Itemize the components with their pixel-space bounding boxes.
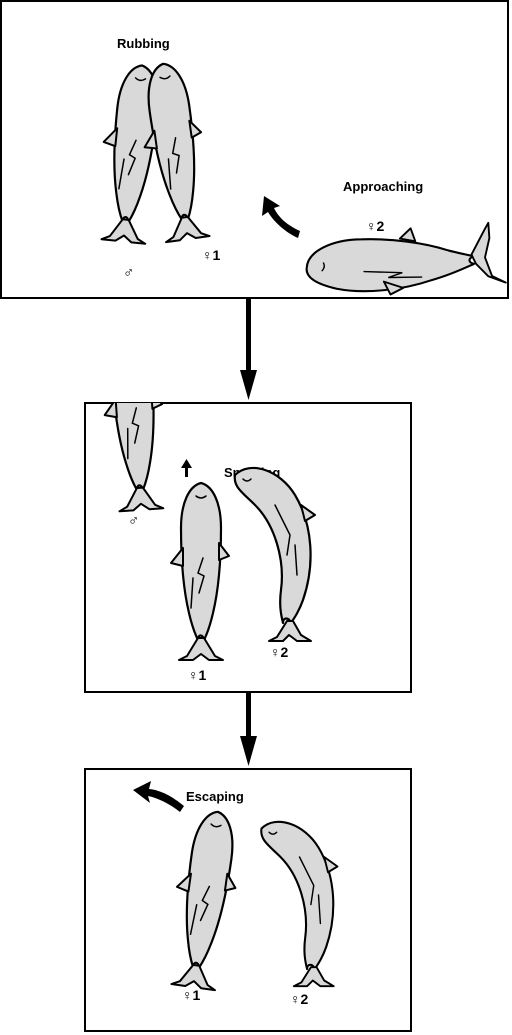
label-female-2: ♀2 [270, 644, 289, 660]
panel-3-frame [85, 769, 411, 1031]
label-female-2: ♀2 [366, 218, 385, 234]
label-female-1: ♀1 [182, 987, 201, 1003]
label-rubbing: Rubbing [117, 36, 170, 51]
label-approaching: Approaching [343, 179, 423, 194]
flow-arrow-2-icon [240, 693, 257, 766]
panel-escaping: Escaping ♀1 ♀2 [85, 769, 411, 1031]
label-escaping: Escaping [186, 789, 244, 804]
label-male: ♂ [128, 512, 139, 529]
label-female-1: ♀1 [202, 247, 221, 263]
label-female-2: ♀2 [290, 991, 309, 1007]
panel-rubbing-approaching: Rubbing ♂ ♀1 Approaching ♀2 [1, 1, 508, 300]
label-female-1: ♀1 [188, 667, 207, 683]
label-male: ♂ [123, 264, 134, 281]
flow-arrow-1-icon [240, 299, 257, 400]
